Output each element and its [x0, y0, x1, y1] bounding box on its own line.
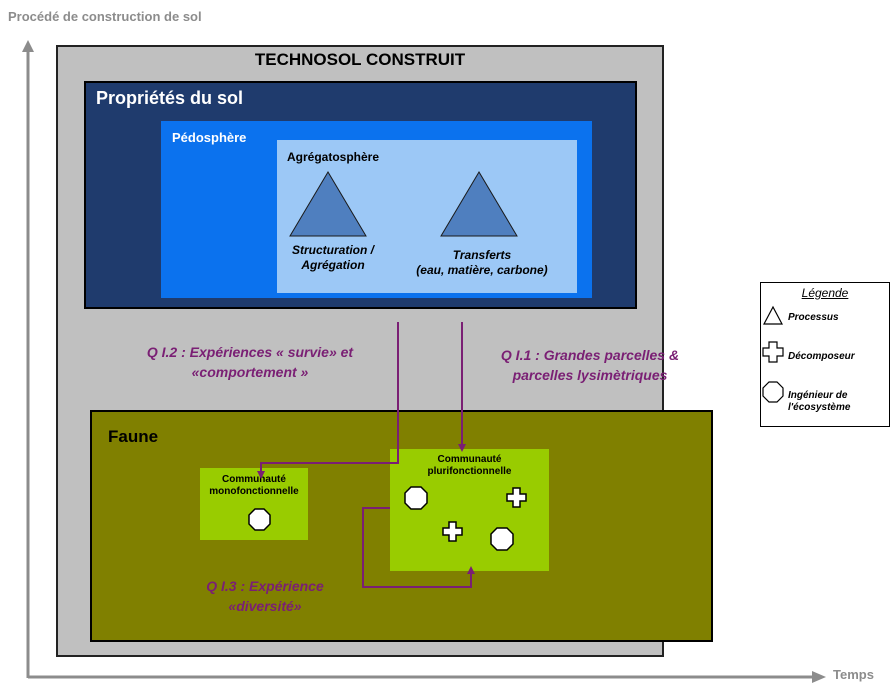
cross-icon — [762, 341, 784, 363]
octagon-icon — [490, 527, 514, 551]
community-label-line: Communauté — [222, 474, 286, 485]
community-mono-label: Communauté monofonctionnelle — [200, 474, 308, 498]
question-line: «comportement » — [191, 364, 309, 380]
process-label-transferts: Transferts (eau, matière, carbone) — [392, 248, 572, 278]
faune-title: Faune — [108, 427, 159, 446]
community-pluri-label: Communauté plurifonctionnelle — [390, 454, 549, 478]
cross-icon — [506, 487, 527, 508]
x-axis-arrowhead — [812, 671, 826, 683]
legend-label: Décomposeur — [788, 351, 855, 362]
legend-label: Ingénieur de — [788, 390, 848, 401]
question-line: Q I.3 : Expérience — [206, 578, 324, 594]
question-q13: Q I.3 : Expérience «diversité» — [180, 576, 350, 616]
legend-label: Processus — [788, 312, 839, 323]
y-axis-arrowhead — [22, 40, 34, 52]
community-label-line: monofonctionnelle — [209, 486, 299, 497]
technosol-title: TECHNOSOL CONSTRUIT — [254, 50, 466, 69]
y-axis-label: Procédé de construction de sol — [8, 9, 202, 24]
question-line: «diversité» — [228, 598, 302, 614]
x-axis-label: Temps — [833, 667, 874, 682]
legend-item-processus: Processus — [788, 312, 839, 324]
octagon-icon — [762, 381, 784, 403]
octagon-icon — [404, 486, 428, 510]
process-label-line: Agrégation — [301, 258, 365, 272]
legend-icons — [762, 305, 784, 403]
pedosphere-title: Pédosphère — [172, 130, 247, 145]
process-label-line: (eau, matière, carbone) — [416, 263, 548, 277]
process-label-line: Structuration / — [291, 243, 374, 257]
agregatosphere-title: Agrégatosphère — [287, 150, 380, 164]
legend-label: l'écosystème — [788, 402, 851, 413]
community-label-line: Communauté — [437, 454, 502, 465]
community-label-line: plurifonctionnelle — [427, 466, 512, 477]
octagon-icon — [248, 508, 271, 531]
legend-item-decomposeur: Décomposeur — [788, 351, 855, 363]
question-line: parcelles lysimètriques — [512, 367, 668, 383]
arrow-q13 — [362, 507, 475, 588]
legend-item-ingenieur: Ingénieur de l'écosystème — [788, 390, 850, 414]
proprietes-title: Propriétés du sol — [96, 88, 244, 108]
triangle-icon — [763, 305, 783, 325]
triangle-icon — [289, 171, 367, 237]
question-line: Q I.1 : Grandes parcelles & — [500, 347, 680, 363]
community-pluri-box — [390, 449, 549, 571]
process-label-structuration: Structuration / Agrégation — [278, 243, 388, 273]
process-label-line: Transferts — [452, 248, 512, 262]
question-q12: Q I.2 : Expériences « survie» et «compor… — [120, 342, 380, 382]
legend-title: Légende — [801, 286, 849, 300]
cross-icon — [442, 521, 463, 542]
question-q11: Q I.1 : Grandes parcelles & parcelles ly… — [470, 345, 710, 385]
question-line: Q I.2 : Expériences « survie» et — [146, 344, 354, 360]
arrow-q12 — [257, 322, 399, 479]
triangle-icon — [440, 171, 518, 237]
